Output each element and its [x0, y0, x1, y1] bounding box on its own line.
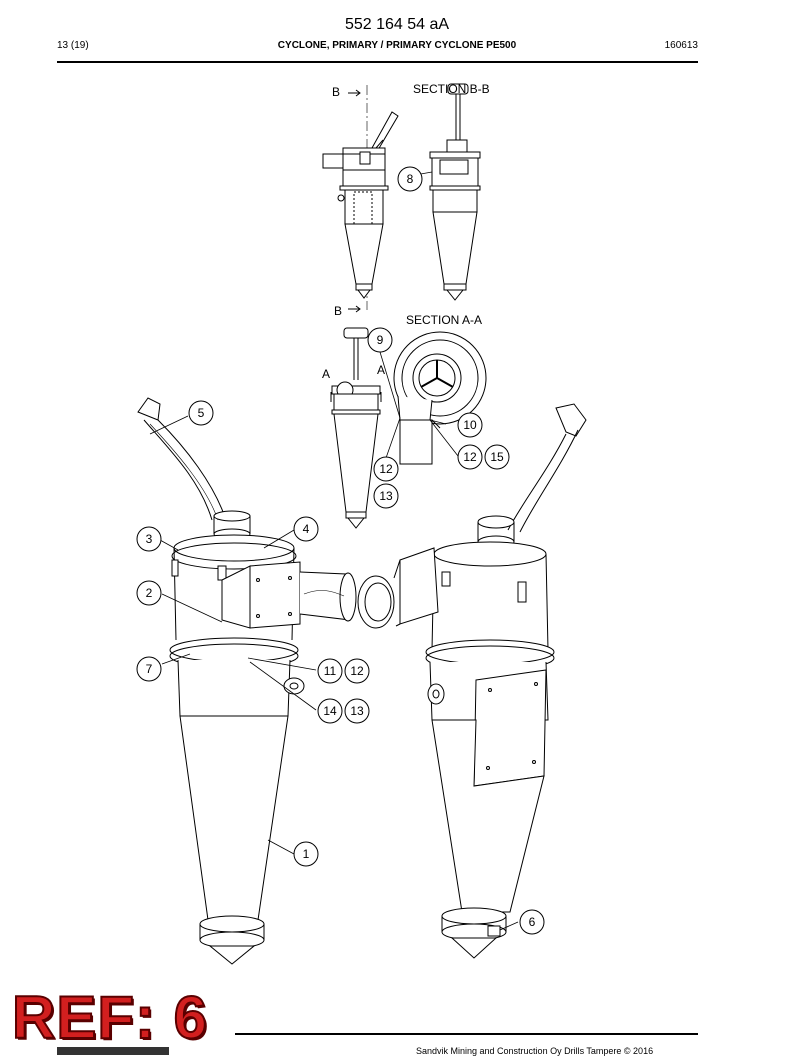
- svg-text:13: 13: [379, 489, 393, 503]
- svg-text:2: 2: [146, 586, 153, 600]
- callout-7: 7: [136, 656, 162, 682]
- section-marker-a-right: A: [377, 363, 385, 377]
- callout-1: 1: [293, 841, 319, 867]
- svg-text:11: 11: [324, 664, 337, 678]
- footer-copyright: Sandvik Mining and Construction Oy Drill…: [416, 1046, 654, 1056]
- sandvik-logo: [57, 1047, 169, 1055]
- callout-12: 12: [457, 444, 483, 470]
- callout-2: 2: [136, 580, 162, 606]
- svg-text:6: 6: [529, 915, 536, 929]
- svg-text:9: 9: [377, 333, 384, 347]
- section-b-view-left: [322, 85, 399, 313]
- callout-14: 14: [317, 698, 343, 724]
- header-rule: [57, 61, 698, 63]
- document-number: 552 164 54 aA: [344, 16, 450, 33]
- svg-text:4: 4: [303, 522, 310, 536]
- callout-13: 12: [344, 658, 370, 684]
- section-aa-title: SECTION A-A: [406, 313, 482, 327]
- svg-text:12: 12: [379, 462, 393, 476]
- svg-text:3: 3: [146, 532, 153, 546]
- cyclone-right-isometric: [357, 403, 587, 959]
- svg-text:13: 13: [350, 704, 364, 718]
- svg-text:12: 12: [350, 664, 364, 678]
- cyclone-left-isometric: [137, 397, 357, 965]
- callout-10: 10: [457, 412, 483, 438]
- revision-date: 160613: [664, 40, 698, 51]
- callout-9: 9: [367, 327, 393, 353]
- callout-8: 8: [397, 166, 423, 192]
- section-bb-title: SECTION B-B: [413, 82, 490, 96]
- footer-rule: [235, 1033, 698, 1035]
- callout-5: 5: [188, 400, 214, 426]
- svg-text:10: 10: [463, 418, 477, 432]
- svg-text:14: 14: [323, 704, 337, 718]
- reference-stamp: REF: 6: [11, 983, 209, 1052]
- section-marker-a-left: A: [322, 367, 330, 381]
- svg-text:15: 15: [490, 450, 504, 464]
- section-marker-b-bottom: B: [334, 304, 342, 318]
- svg-text:7: 7: [146, 662, 153, 676]
- svg-text:8: 8: [407, 172, 414, 186]
- callout-13: 13: [373, 483, 399, 509]
- svg-text:1: 1: [303, 847, 310, 861]
- section-b-view-right: [429, 83, 481, 301]
- callout-15: 15: [484, 444, 510, 470]
- page-indicator: 13 (19): [57, 40, 89, 51]
- callout-13: 13: [344, 698, 370, 724]
- callout-bubbles: 1 2 3 4 5 6 7 8 9 10 11 12 13 13 14 12 1…: [136, 166, 545, 935]
- callout-3: 3: [136, 526, 162, 552]
- callout-6: 6: [519, 909, 545, 935]
- callout-4: 4: [293, 516, 319, 542]
- page-title: CYCLONE, PRIMARY / PRIMARY CYCLONE PE500: [277, 40, 517, 51]
- section-marker-b-top: B: [332, 85, 340, 99]
- callout-12: 12: [373, 456, 399, 482]
- section-a-view-left: [330, 327, 382, 529]
- svg-text:5: 5: [198, 406, 205, 420]
- section-a-view-right: [393, 331, 487, 465]
- callout-11: 11: [317, 658, 343, 684]
- svg-text:12: 12: [463, 450, 477, 464]
